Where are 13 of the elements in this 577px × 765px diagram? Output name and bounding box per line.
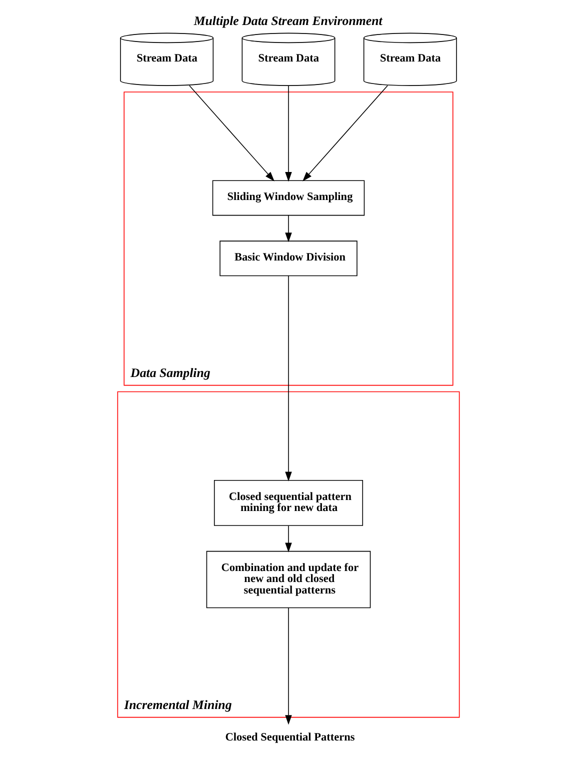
arrow [285, 276, 292, 482]
arrow [302, 85, 388, 182]
arrow [285, 525, 292, 552]
node-box: Basic Window Division [220, 240, 358, 276]
node-box: Combination and update for new and old closed sequential patterns [206, 550, 371, 608]
arrow [285, 215, 292, 242]
node-box: Closed sequential pattern mining for new data [214, 480, 364, 526]
node-text: Closed Sequential Patterns [225, 731, 355, 744]
arrow [285, 608, 292, 725]
diagram-title: Multiple Data Stream Environment [194, 14, 382, 28]
node-box: Sliding Window Sampling [212, 180, 365, 216]
arrow [189, 85, 274, 182]
arrow [285, 85, 292, 182]
